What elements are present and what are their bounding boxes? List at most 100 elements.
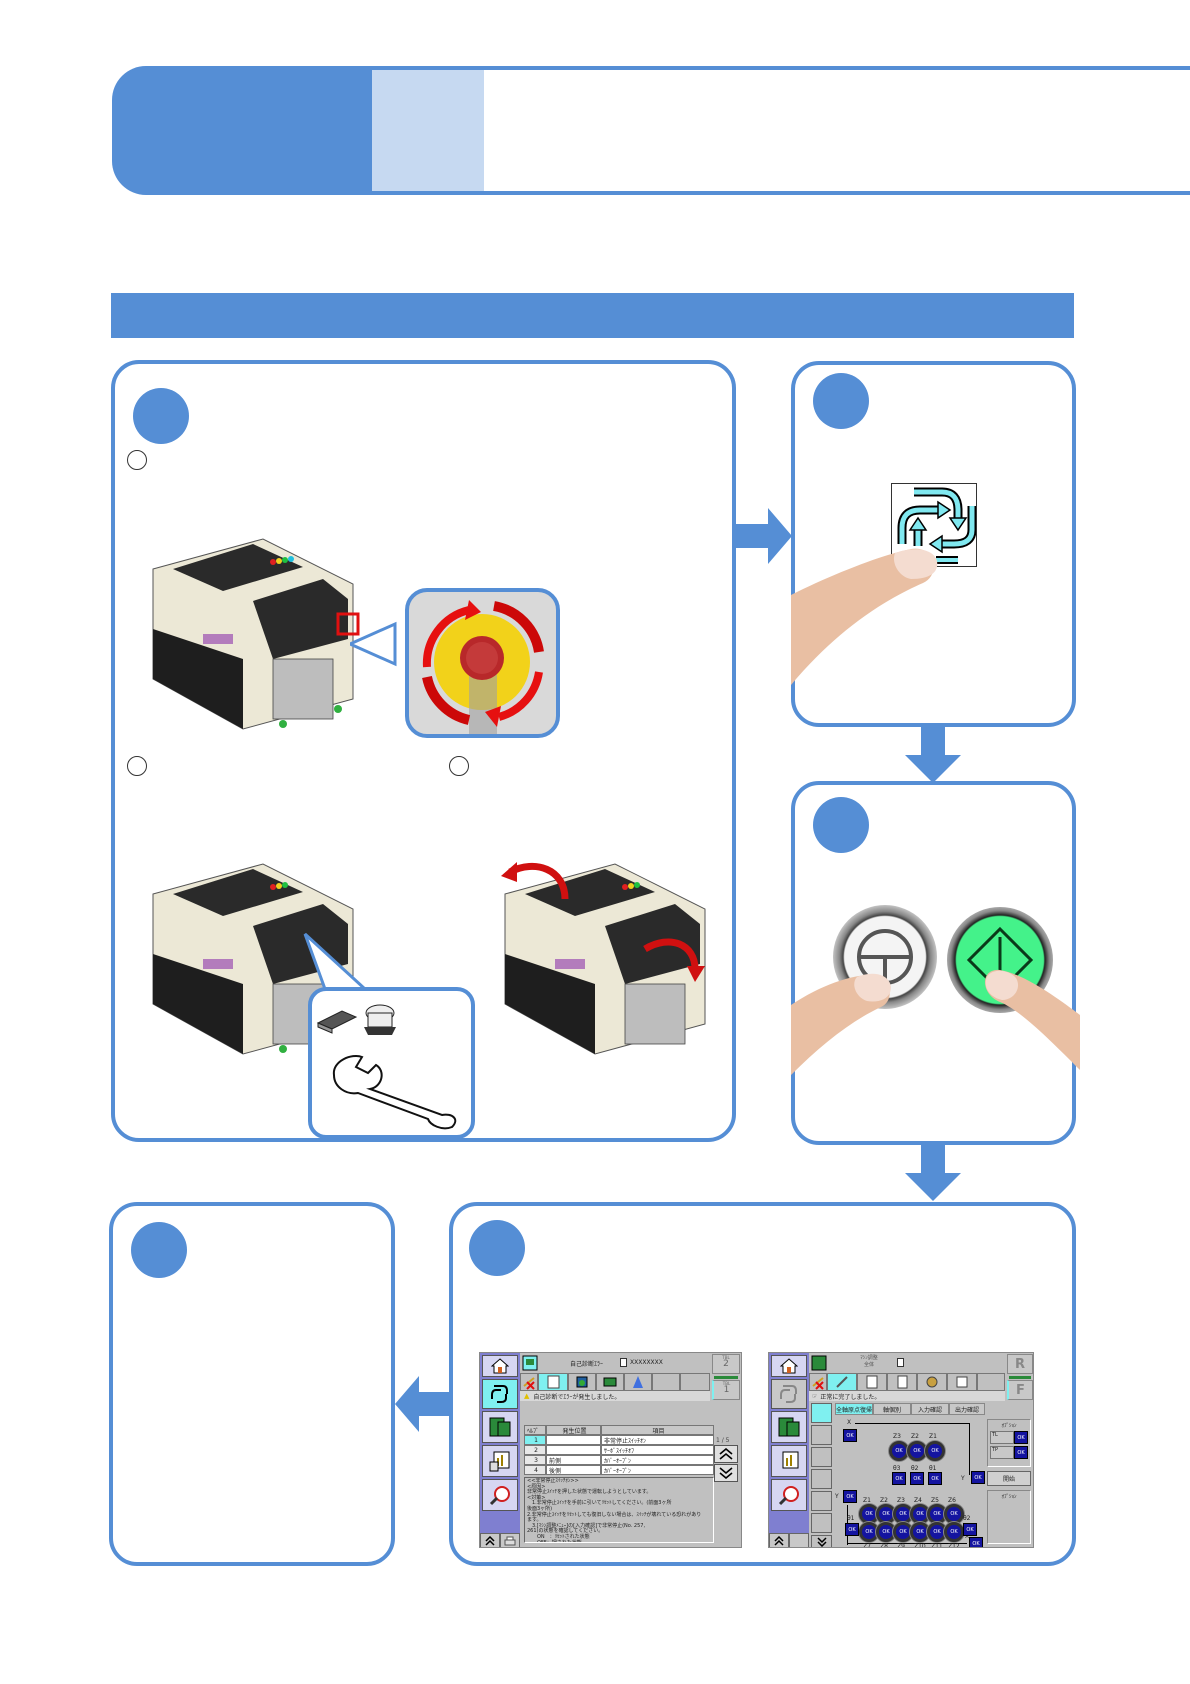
- tools-callout: [308, 987, 475, 1139]
- adjust-tab-scope[interactable]: [947, 1373, 977, 1391]
- adjust-tab-blank[interactable]: [977, 1373, 1005, 1391]
- document-icon: [897, 1375, 908, 1389]
- upper-head-label: Z1: [929, 1433, 937, 1440]
- sub-tool-arm[interactable]: [811, 1425, 832, 1445]
- tbl-1-button[interactable]: TBL 1: [712, 1380, 740, 1400]
- sub-tool-camera[interactable]: [811, 1513, 832, 1533]
- report-nav-button[interactable]: [771, 1445, 807, 1477]
- row-location: [546, 1435, 601, 1445]
- start-button[interactable]: 開始: [987, 1471, 1031, 1486]
- option-label-2: ｵﾌﾟｼｮﾝ: [1001, 1494, 1017, 1500]
- upper-head-status: OK: [889, 1441, 909, 1461]
- row-help-number[interactable]: 2: [524, 1445, 546, 1455]
- tbl-label: TBL: [722, 1355, 730, 1360]
- cancel-tool-button[interactable]: [809, 1373, 827, 1391]
- board-nav-button[interactable]: [482, 1411, 518, 1443]
- status-message-text: 正常に完了しました。: [820, 1393, 881, 1401]
- file-icon: [897, 1358, 904, 1367]
- help-line: ます。: [527, 1517, 542, 1524]
- help-line: 3.[ﾏｼﾝ調整ﾒﾆｭｰ]の[入力確認]で非常停止(No. 257,: [527, 1522, 646, 1529]
- row-help-number[interactable]: 4: [524, 1465, 546, 1475]
- lower-head-status-top: OK: [944, 1504, 964, 1524]
- upper-theta-status: OK: [892, 1472, 906, 1485]
- flow-arrow-left: [395, 1376, 451, 1432]
- tool-tab-5[interactable]: [652, 1373, 680, 1391]
- step-3-panel: [791, 781, 1080, 1145]
- help-line: ON ：ﾘｾｯﾄされた状態: [527, 1533, 590, 1540]
- alarm-nav-button[interactable]: [771, 1479, 807, 1511]
- option-label: ｵﾌﾟｼｮﾝ: [1001, 1423, 1017, 1429]
- x-axis-label: X: [847, 1419, 852, 1426]
- restore-nav-button[interactable]: [482, 1379, 518, 1409]
- header-rule-top: [372, 66, 1190, 70]
- print-nav-button[interactable]: [500, 1533, 520, 1547]
- rear-side-button[interactable]: R: [1007, 1354, 1033, 1374]
- sub-tool-scroll-down[interactable]: [811, 1535, 832, 1547]
- tool-tab-4[interactable]: [624, 1373, 652, 1391]
- wrench-icon: [836, 1376, 848, 1388]
- sub-tool-nozzle[interactable]: [811, 1491, 832, 1511]
- option-status: OK: [1014, 1431, 1028, 1444]
- cancel-tool-button[interactable]: [520, 1373, 538, 1391]
- y-axis-status-lower: OK: [843, 1490, 857, 1503]
- lower-theta-left-label: θ1: [847, 1515, 855, 1522]
- x-axis-line-upper: [855, 1423, 970, 1424]
- lower-head-label-top: Z6: [948, 1497, 956, 1504]
- lower-head-label-bottom: Z11: [931, 1543, 943, 1548]
- tbl-2-button[interactable]: TBL 2: [712, 1354, 740, 1374]
- restore-nav-button[interactable]: [771, 1379, 807, 1409]
- tool-tab-2[interactable]: [568, 1373, 596, 1391]
- adjust-tab-doc[interactable]: [887, 1373, 917, 1391]
- substep-c-marker: [449, 756, 469, 776]
- header-sub-block: [372, 70, 484, 192]
- option-status: OK: [1014, 1446, 1028, 1459]
- home-icon: [780, 1358, 798, 1374]
- screen2-title-line1: ﾏｼﾝ調整: [860, 1355, 878, 1361]
- error-screen-icon: [522, 1355, 538, 1371]
- sub-tool-board[interactable]: [811, 1469, 832, 1489]
- adjust-tabs: 全軸原点復帰軸個別入力確認出力確認: [835, 1403, 1031, 1415]
- row-location: [546, 1445, 601, 1455]
- alarm-nav-button[interactable]: [482, 1479, 518, 1511]
- feeder-icon: [866, 1375, 878, 1389]
- machine-illustration-2: [152, 863, 354, 1055]
- adjust-tab[interactable]: 全軸原点復帰: [835, 1403, 873, 1415]
- upper-head-label: Z2: [911, 1433, 919, 1440]
- page-down-button[interactable]: [714, 1464, 738, 1482]
- adjust-tab-gear[interactable]: [917, 1373, 947, 1391]
- adjust-tab[interactable]: 入力確認: [911, 1403, 949, 1415]
- scroll-up-nav-button[interactable]: [480, 1533, 500, 1547]
- row-help-number[interactable]: 1: [524, 1435, 546, 1445]
- tbl-number: 2: [723, 1359, 729, 1369]
- col-header-location: 発生位置: [546, 1425, 601, 1435]
- front-side-button[interactable]: F: [1007, 1380, 1033, 1400]
- restore-arrows-icon: [780, 1385, 797, 1403]
- adjust-tab-wrench[interactable]: [827, 1373, 857, 1391]
- scroll-up-nav-button[interactable]: [769, 1533, 789, 1547]
- chart-report-icon: [782, 1451, 799, 1469]
- tool-tab-3[interactable]: [596, 1373, 624, 1391]
- screen2-title-line2: 全体: [863, 1362, 874, 1368]
- sub-tool-feeder[interactable]: [811, 1447, 832, 1467]
- report-nav-button[interactable]: [482, 1445, 518, 1477]
- board-nav-button[interactable]: [771, 1411, 807, 1443]
- print-nav-button[interactable]: [789, 1533, 809, 1547]
- sub-tool-all[interactable]: [811, 1403, 832, 1423]
- tool-tab-6[interactable]: [680, 1373, 710, 1391]
- adjust-tab[interactable]: 軸個別: [873, 1403, 911, 1415]
- help-line: <<非常停止ｽｲｯﾁｵﾝ>>: [527, 1478, 579, 1484]
- flow-arrow-down-2: [905, 1145, 961, 1201]
- sub-tool-column: [811, 1401, 833, 1547]
- home-button[interactable]: [482, 1355, 518, 1377]
- machine-illustration-1: [152, 538, 360, 730]
- adjust-tab-feeder[interactable]: [857, 1373, 887, 1391]
- home-button[interactable]: [771, 1355, 807, 1377]
- row-help-number[interactable]: 3: [524, 1455, 546, 1465]
- upper-theta-label: θ2: [911, 1465, 919, 1472]
- lower-head-label-bottom: Z10: [914, 1543, 926, 1548]
- tool-tab-1[interactable]: [538, 1373, 568, 1391]
- page-up-button[interactable]: [714, 1445, 738, 1463]
- double-chevron-up-icon: [485, 1536, 495, 1546]
- adjust-tab[interactable]: 出力確認: [949, 1403, 985, 1415]
